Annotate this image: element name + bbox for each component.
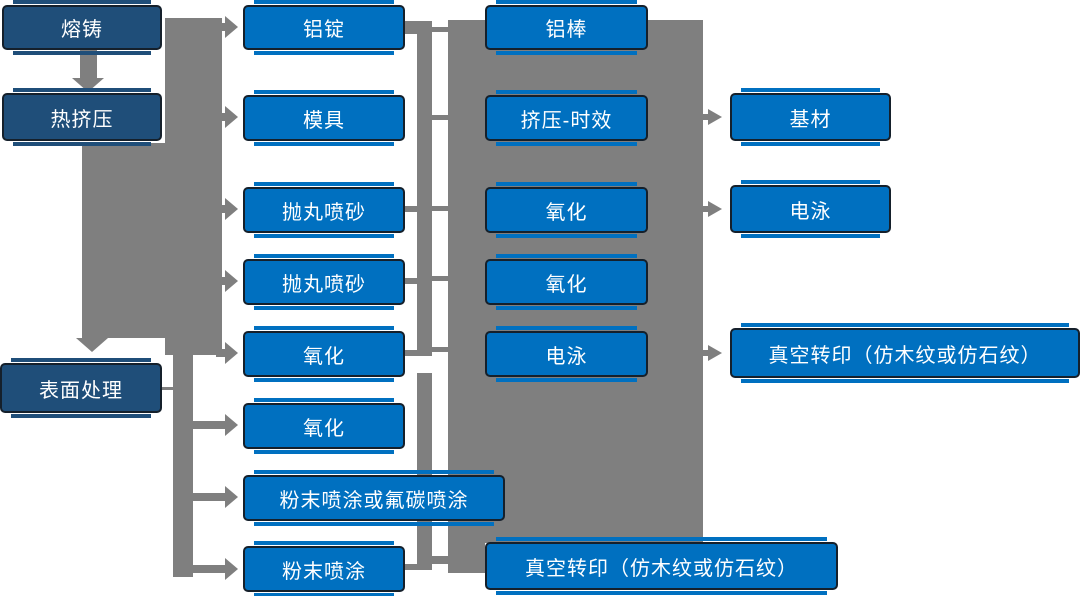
arrow-to-powder-coating-arrowhead-icon — [225, 558, 238, 580]
arrow-to-vacuum-right-arrowhead-icon — [708, 345, 722, 361]
node-hot-extrusion: 热挤压 — [2, 88, 162, 146]
arrow-to-mold-arrowhead-icon — [225, 106, 238, 128]
node-powder-coating: 粉末喷涂 — [243, 541, 405, 596]
feeder-stub-shotblast-1 — [216, 205, 225, 213]
node-extrusion-aging: 挤压-时效 — [485, 90, 648, 146]
feeder-stub-mold — [216, 113, 225, 121]
node-shot-blast-sandblast-2: 抛丸喷砂 — [243, 254, 405, 310]
feeder-bar-top — [165, 18, 222, 143]
feeder-stub-ingot — [216, 23, 225, 31]
link-ingot-midbar — [405, 21, 417, 34]
feeder-stub-oxidation-a — [216, 349, 225, 357]
node-powder-or-fluorocarbon-coating: 粉末喷涂或氟碳喷涂 — [243, 470, 505, 526]
node-shot-blast-sandblast-1: 抛丸喷砂 — [243, 182, 405, 238]
link-powder-coating-midbar — [405, 564, 417, 570]
node-mold: 模具 — [243, 90, 405, 146]
feeder-stub-powder-fluoro — [193, 493, 225, 501]
arrow-to-shotblast-2-arrowhead-icon — [225, 270, 238, 292]
link-shotblast1-midbar — [405, 206, 417, 212]
node-vacuum-transfer-right: 真空转印（仿木纹或仿石纹） — [730, 323, 1080, 383]
node-electrophoresis-b: 电泳 — [730, 180, 891, 238]
midbar-panel-link-4 — [432, 276, 448, 281]
panel-stub-vacuum-right — [703, 350, 708, 356]
arrow-to-electrophoresis-b-arrowhead-icon — [708, 201, 722, 217]
panel-stub-base-material — [703, 114, 708, 120]
feeder-block — [82, 143, 222, 338]
node-oxidation-c: 氧化 — [485, 182, 648, 238]
center-panel-sliver — [448, 543, 485, 573]
link-oxidation-a-midbar — [405, 350, 417, 356]
midbar-panel-link-2 — [432, 115, 448, 120]
arrow-to-aluminum-ingot-arrowhead-icon — [225, 16, 238, 38]
node-electrophoresis-a: 电泳 — [485, 326, 648, 382]
arrow-to-oxidation-b-arrowhead-icon — [225, 414, 238, 436]
node-oxidation-d: 氧化 — [485, 254, 648, 310]
midbar-panel-link-bottom — [432, 556, 453, 564]
node-oxidation-b: 氧化 — [243, 398, 405, 454]
panel-stub-electrophoresis-b — [703, 206, 708, 212]
link-shotblast2-midbar — [405, 278, 417, 284]
feeder-bar-lower — [173, 355, 193, 577]
midbar-panel-link-3 — [432, 206, 448, 211]
node-oxidation-a: 氧化 — [243, 326, 405, 382]
mid-bar-upper — [417, 21, 432, 356]
node-melting-casting: 熔铸 — [2, 0, 162, 55]
node-aluminum-rod: 铝棒 — [485, 0, 648, 55]
arrow-to-shotblast-1-arrowhead-icon — [225, 198, 238, 220]
arrow-to-surface-treatment-arrowhead-icon — [76, 338, 108, 352]
surface-treatment-link — [162, 387, 173, 390]
feeder-stub-oxidation-b — [193, 421, 225, 429]
feeder-block-extension — [165, 338, 222, 355]
arrow-to-powder-fluoro-arrowhead-icon — [225, 486, 238, 508]
flow-bar-melting-to-extrusion — [80, 50, 97, 78]
node-aluminum-ingot: 铝锭 — [243, 0, 405, 55]
arrow-to-oxidation-a-arrowhead-icon — [225, 342, 238, 364]
feeder-stub-powder — [193, 565, 225, 573]
node-base-material: 基材 — [730, 88, 891, 146]
midbar-panel-link-5 — [432, 347, 448, 352]
arrow-to-base-material-arrowhead-icon — [708, 109, 722, 125]
feeder-stub-shotblast-2 — [216, 277, 225, 285]
node-surface-treatment: 表面处理 — [0, 358, 162, 418]
node-vacuum-transfer-bottom: 真空转印（仿木纹或仿石纹） — [485, 537, 838, 595]
midbar-panel-link-1 — [432, 27, 448, 32]
